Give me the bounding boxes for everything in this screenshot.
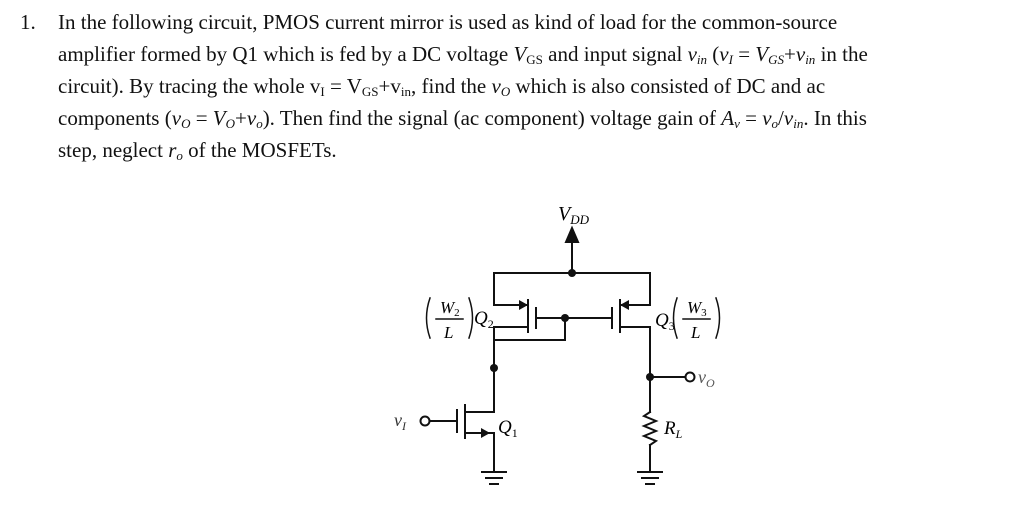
question-math-run: vo: [246, 106, 263, 131]
question-text-run: +: [235, 106, 247, 130]
w2-right-paren: [468, 297, 474, 339]
question-text-run: /: [778, 106, 784, 130]
vdd-junction-dot: [568, 269, 576, 277]
circuit-diagram: VDD Q2 W2 L Q3 W3 L Q1 vI vO RL: [380, 190, 760, 520]
w3-left-paren: [672, 297, 678, 339]
question-math-run: vO: [171, 106, 191, 131]
question-text-run: . In this: [803, 106, 867, 130]
question-math-run: o: [771, 116, 779, 131]
question-text-run: , find the: [411, 74, 492, 98]
question-text-run: of the MOSFETs.: [182, 138, 337, 162]
question-text-run: In the following circuit, PMOS current m…: [58, 10, 838, 34]
rl-label: RL: [663, 418, 683, 441]
w2-left-paren: [425, 297, 431, 339]
q1-source-arrow: [481, 428, 490, 438]
vi-terminal: [419, 415, 431, 427]
question-math-run: VGS: [755, 42, 785, 67]
question-text-run: =: [739, 106, 763, 130]
question-text: In the following circuit, PMOS current m…: [58, 6, 1015, 166]
vdd-label: VDD: [558, 203, 590, 227]
question-text-run: =: [190, 106, 213, 130]
question-block: 1. In the following circuit, PMOS curren…: [20, 6, 1015, 166]
q3-source-arrow: [620, 300, 629, 310]
question-math-run: vin: [795, 42, 816, 67]
question-text-run: amplifier formed by Q1 which is fed by a…: [58, 42, 514, 66]
w2-denominator: L: [443, 323, 453, 342]
q3-label: Q3: [655, 310, 675, 333]
question-math-run: vin: [687, 42, 708, 67]
circuit-schematic: VDD Q2 W2 L Q3 W3 L Q1 vI vO RL: [394, 203, 721, 485]
question-text-run: step, neglect: [58, 138, 169, 162]
question-text-run: and input signal: [542, 42, 688, 66]
gate-junction-dot: [561, 314, 569, 322]
question-text-run: circuit). By tracing the whole v: [58, 74, 321, 98]
question-math-run: vI: [719, 42, 733, 67]
question-line: amplifier formed by Q1 which is fed by a…: [58, 38, 1015, 70]
question-line: circuit). By tracing the whole vI = VGS+…: [58, 70, 1015, 102]
question-text-run: = V: [324, 74, 362, 98]
question-math-run: vin: [783, 106, 804, 131]
vdd-arrow: [564, 225, 580, 243]
w2-numerator: W2: [440, 298, 460, 319]
question-math-run: v: [762, 106, 772, 130]
w3-numerator: W3: [687, 298, 707, 319]
question-math-run: VO: [212, 106, 236, 131]
q1-drain-junction-dot: [490, 364, 498, 372]
question-line: step, neglect ro of the MOSFETs.: [58, 134, 1015, 166]
q2-label: Q2: [474, 308, 494, 331]
question-text-run: =: [732, 42, 756, 66]
question-line: In the following circuit, PMOS current m…: [58, 6, 1015, 38]
question-text-run: in the: [815, 42, 868, 66]
question-math-run: I: [320, 84, 325, 99]
question-math-run: ro: [168, 138, 183, 163]
rl-zigzag: [641, 410, 659, 447]
vo-label: vO: [698, 367, 715, 390]
question-math-run: GS: [361, 84, 379, 99]
vi-label: vI: [394, 410, 407, 433]
question-line: components (vO = VO+vo). Then find the s…: [58, 102, 1015, 134]
question-text-run: components (: [58, 106, 172, 130]
output-junction-dot: [646, 373, 654, 381]
question-math-run: vO: [491, 74, 511, 99]
vo-terminal: [684, 371, 696, 383]
question-text-run: +: [784, 42, 796, 66]
q1-label: Q1: [498, 417, 518, 440]
w3-right-paren: [715, 297, 721, 339]
w3-denominator: L: [690, 323, 700, 342]
question-math-run: VGS: [513, 42, 543, 67]
question-number: 1.: [20, 10, 36, 34]
q2-source-arrow: [519, 300, 528, 310]
question-text-run: ). Then find the signal (ac component) v…: [262, 106, 722, 130]
question-text-run: (: [707, 42, 720, 66]
question-text-run: +v: [378, 74, 401, 98]
question-math-run: Av: [721, 106, 740, 131]
question-text-run: which is also consisted of DC and ac: [510, 74, 826, 98]
question-math-run: in: [400, 84, 411, 99]
